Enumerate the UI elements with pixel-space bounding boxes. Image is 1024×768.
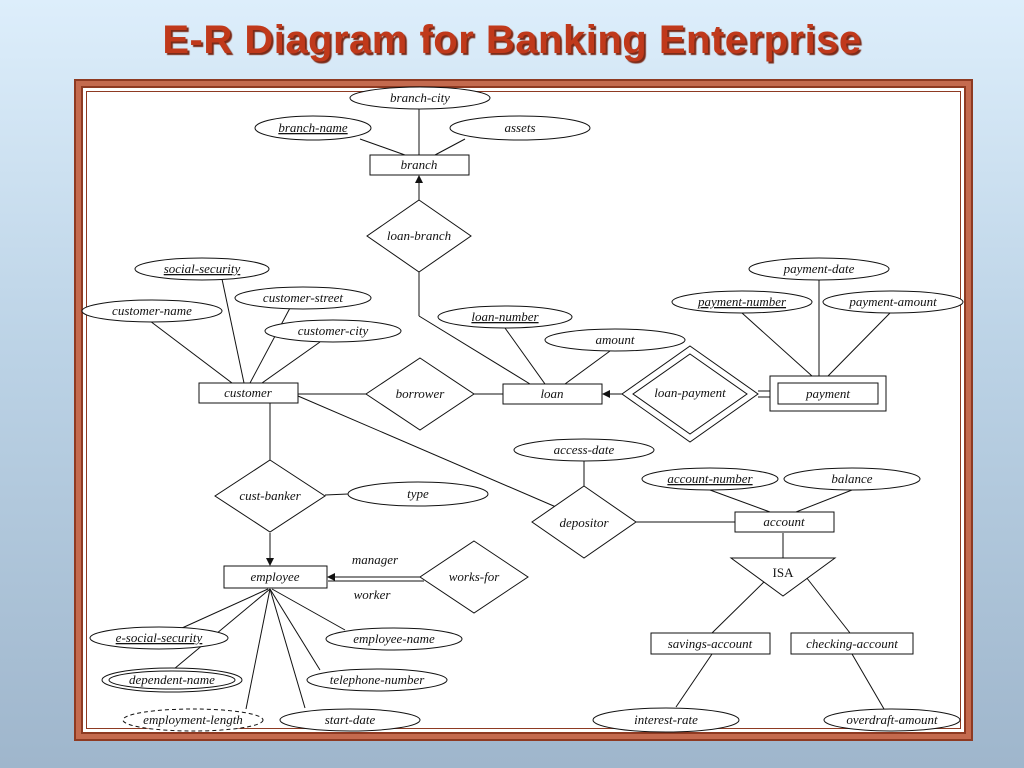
svg-text:dependent-name: dependent-name: [129, 672, 215, 687]
attr-type: type: [347, 481, 489, 507]
entity-label: account: [763, 514, 805, 529]
svg-text:branch-name: branch-name: [278, 120, 348, 135]
entity-loan: loan: [502, 383, 603, 405]
attr-amount: amount: [544, 328, 686, 352]
attr-payment-amount: payment-amount: [822, 290, 964, 314]
attr-overdraft-amount: overdraft-amount: [823, 708, 961, 732]
svg-text:loan-number: loan-number: [471, 309, 539, 324]
svg-text:payment-number: payment-number: [697, 294, 787, 309]
entity-label: loan: [540, 386, 563, 401]
relationship-label: loan-branch: [387, 228, 451, 243]
relationship-cust-banker: cust-banker: [214, 459, 326, 533]
svg-text:interest-rate: interest-rate: [634, 712, 698, 727]
diagram-inner-border: [86, 91, 961, 729]
connector-lines: [149, 109, 891, 710]
svg-text:access-date: access-date: [554, 442, 615, 457]
slide-title: E-R Diagram for Banking Enterprise: [162, 18, 862, 62]
relationship-label: works-for: [449, 569, 501, 584]
entity-label: customer: [224, 385, 273, 400]
svg-text:employment-length: employment-length: [143, 712, 243, 727]
relationship-depositor: depositor: [531, 485, 637, 559]
entity-customer: customer: [198, 382, 299, 404]
svg-text:customer-street: customer-street: [263, 290, 344, 305]
attr-branch-name-key: branch-name: [254, 115, 372, 141]
attr-interest-rate: interest-rate: [592, 707, 740, 733]
entity-label: employee: [250, 569, 299, 584]
svg-text:social-security: social-security: [164, 261, 241, 276]
entity-label: savings-account: [668, 636, 753, 651]
svg-text:account-number: account-number: [667, 471, 753, 486]
attr-loan-number-key: loan-number: [437, 305, 573, 329]
entity-savings-account: savings-account: [650, 632, 771, 655]
attr-payment-date: payment-date: [748, 257, 890, 281]
relationship-label: loan-payment: [654, 385, 726, 400]
attr-start-date: start-date: [279, 708, 421, 732]
role-label-manager: manager: [352, 552, 399, 567]
attr-social-security-key: social-security: [134, 257, 270, 281]
svg-text:start-date: start-date: [325, 712, 376, 727]
entity-payment-weak: payment: [769, 375, 887, 412]
svg-text:assets: assets: [504, 120, 535, 135]
relationship-label: depositor: [559, 515, 609, 530]
svg-text:employee-name: employee-name: [353, 631, 435, 646]
attr-balance: balance: [783, 467, 921, 491]
attr-customer-name: customer-name: [81, 299, 223, 323]
entity-checking-account: checking-account: [790, 632, 914, 655]
entity-employee: employee: [223, 565, 328, 589]
svg-text:customer-name: customer-name: [112, 303, 192, 318]
relationship-works-for: works-for: [419, 540, 529, 614]
relationship-loan-branch: loan-branch: [366, 199, 472, 273]
attr-employee-name: employee-name: [325, 627, 463, 651]
svg-text:balance: balance: [831, 471, 872, 486]
entity-label: payment: [805, 386, 850, 401]
relationship-loan-payment-identifying: loan-payment: [621, 345, 759, 443]
attr-employment-length-derived: employment-length: [122, 708, 264, 732]
attr-branch-city: branch-city: [349, 86, 491, 110]
attr-access-date: access-date: [513, 438, 655, 462]
relationship-borrower: borrower: [365, 357, 475, 431]
svg-text:telephone-number: telephone-number: [330, 672, 426, 687]
isa-label: ISA: [773, 565, 795, 580]
svg-text:payment-date: payment-date: [783, 261, 855, 276]
entity-branch: branch: [369, 154, 470, 176]
attr-assets: assets: [449, 115, 591, 141]
role-label-worker: worker: [354, 587, 392, 602]
relationship-label: cust-banker: [239, 488, 301, 503]
attr-e-social-security-key: e-social-security: [89, 626, 229, 650]
svg-text:payment-amount: payment-amount: [848, 294, 937, 309]
attr-customer-city: customer-city: [264, 319, 402, 343]
relationship-label: borrower: [396, 386, 446, 401]
entity-label: branch: [401, 157, 438, 172]
attr-account-number-key: account-number: [641, 467, 779, 491]
svg-text:type: type: [407, 486, 429, 501]
svg-text:customer-city: customer-city: [298, 323, 369, 338]
svg-text:overdraft-amount: overdraft-amount: [846, 712, 938, 727]
attr-customer-street: customer-street: [234, 286, 372, 310]
svg-text:e-social-security: e-social-security: [116, 630, 203, 645]
attr-dependent-name-multivalued: dependent-name: [101, 667, 243, 693]
entity-account: account: [734, 511, 835, 533]
attr-telephone-number: telephone-number: [306, 668, 448, 692]
svg-text:amount: amount: [596, 332, 635, 347]
attr-payment-number-discriminator: payment-number: [671, 290, 813, 314]
entity-label: checking-account: [806, 636, 898, 651]
isa-specialization: ISA: [729, 557, 837, 597]
svg-text:branch-city: branch-city: [390, 90, 450, 105]
